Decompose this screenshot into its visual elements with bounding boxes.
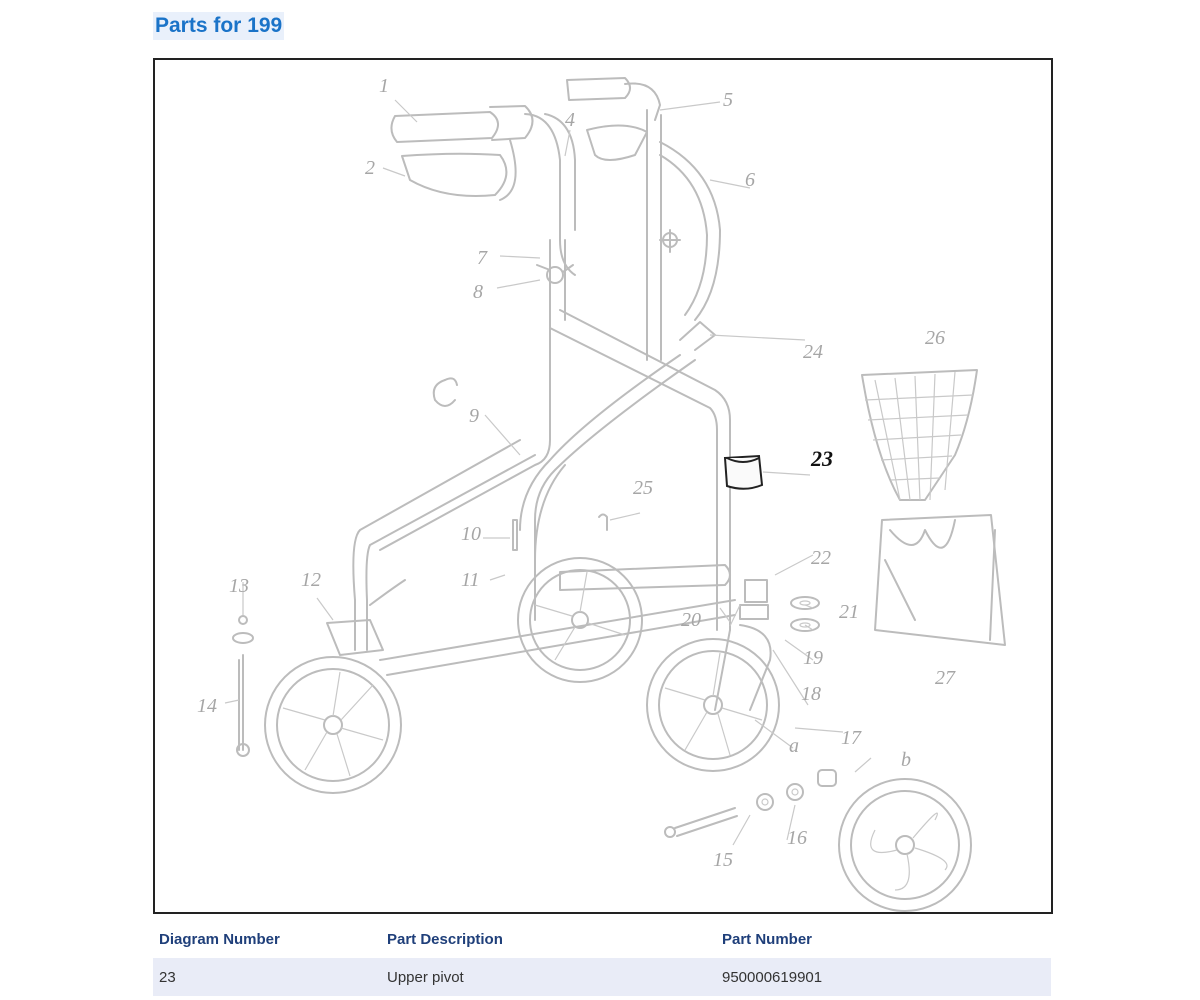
- callout-14: 14: [197, 695, 217, 717]
- cell-diagram-number: 23: [153, 958, 381, 996]
- callout-labels: 1 2 4 5 6 7 8 9 10 11 12 13 14 15 16 17 …: [197, 75, 956, 871]
- callout-11: 11: [461, 569, 480, 591]
- callout-12: 12: [301, 569, 321, 591]
- callout-leaders: [224, 99, 872, 846]
- rear-right-wheel: [517, 557, 643, 683]
- callout-24: 24: [803, 341, 823, 363]
- column-header-part-description[interactable]: Part Description: [387, 930, 503, 948]
- bag: [874, 514, 1006, 646]
- callout-26: 26: [925, 327, 945, 349]
- callout-27: 27: [935, 667, 956, 689]
- callout-13: 13: [229, 575, 249, 597]
- callout-15: 15: [713, 849, 733, 871]
- callout-8: 8: [473, 281, 483, 303]
- callout-22: 22: [811, 547, 831, 569]
- left-handle-grip: [390, 105, 534, 201]
- walker-frame: [326, 109, 736, 676]
- adjustment-knobs: [432, 229, 681, 551]
- front-wheel: [646, 579, 780, 772]
- callout-4: 4: [565, 109, 575, 131]
- callout-a: a: [789, 735, 799, 757]
- callout-b: b: [901, 749, 911, 771]
- callout-16: 16: [787, 827, 807, 849]
- basket: [861, 369, 978, 501]
- parts-table: Diagram Number Part Description Part Num…: [153, 920, 1051, 996]
- callout-9: 9: [469, 405, 479, 427]
- cell-part-number: 950000619901: [716, 958, 1051, 996]
- axle-and-washers: [232, 596, 837, 838]
- rear-left-wheel: [264, 656, 402, 794]
- callout-20: 20: [681, 609, 701, 631]
- callout-2: 2: [365, 157, 375, 179]
- right-handle-grip: [566, 77, 661, 161]
- walker-diagram: 1 2 4 5 6 7 8 9 10 11 12 13 14 15 16 17 …: [197, 75, 1006, 912]
- callout-17: 17: [841, 727, 862, 749]
- table-row[interactable]: 23 Upper pivot 950000619901: [153, 958, 1051, 996]
- column-header-part-number[interactable]: Part Number: [722, 930, 813, 948]
- callout-25: 25: [633, 477, 653, 499]
- callout-21: 21: [839, 601, 859, 623]
- callout-1: 1: [379, 75, 389, 97]
- callout-6: 6: [745, 169, 755, 191]
- spare-wheel: [838, 778, 972, 912]
- callout-5: 5: [723, 89, 733, 111]
- page-title: Parts for 199: [153, 12, 285, 40]
- callout-7: 7: [477, 247, 488, 269]
- exploded-parts-diagram[interactable]: 1 2 4 5 6 7 8 9 10 11 12 13 14 15 16 17 …: [153, 58, 1053, 914]
- callout-10: 10: [461, 523, 481, 545]
- part-23-upper-pivot[interactable]: [723, 454, 764, 490]
- callout-23: 23: [810, 446, 833, 471]
- callout-18: 18: [801, 683, 821, 705]
- parts-table-header-row: Diagram Number Part Description Part Num…: [153, 920, 1051, 958]
- cell-part-description: Upper pivot: [381, 958, 716, 996]
- column-header-diagram-number[interactable]: Diagram Number: [159, 930, 280, 948]
- callout-19: 19: [803, 647, 823, 669]
